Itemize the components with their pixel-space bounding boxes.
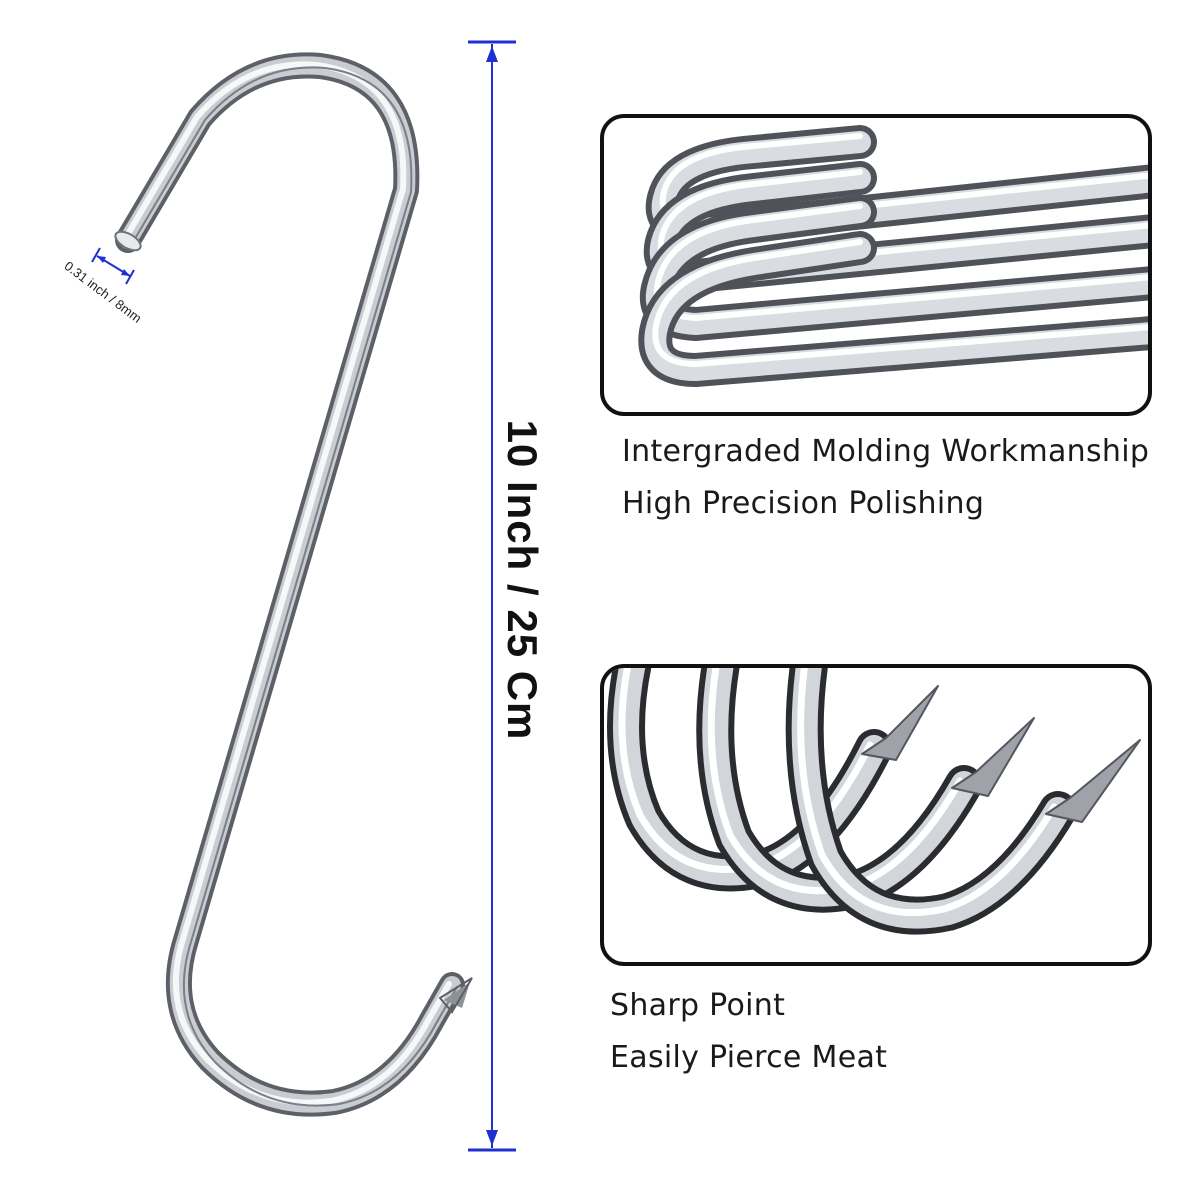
hook-point-icon	[444, 982, 470, 1008]
hook-bend-4	[638, 231, 1148, 388]
length-dimension-line	[468, 40, 516, 1152]
hook-point-2	[696, 668, 1035, 913]
wire-diameter-marker	[91, 247, 135, 285]
feature-1-line-1: Intergraded Molding Workmanship	[622, 434, 1150, 469]
feature-image-molding	[600, 114, 1152, 416]
wire-end	[114, 230, 142, 252]
feature-1-line-2: High Precision Polishing	[622, 486, 985, 521]
feature-2-line-1: Sharp Point	[610, 988, 786, 1023]
length-label: 10 Inch / 25 Cm	[499, 419, 546, 741]
s-hook	[115, 52, 465, 1117]
feature-2-line-2: Easily Pierce Meat	[610, 1040, 888, 1075]
hook-points-illustration	[607, 668, 1141, 935]
hook-point-1	[607, 668, 939, 892]
stacked-hooks-illustration	[638, 125, 1148, 388]
feature-image-sharp-point	[600, 664, 1152, 966]
hook-point-3	[785, 668, 1141, 935]
